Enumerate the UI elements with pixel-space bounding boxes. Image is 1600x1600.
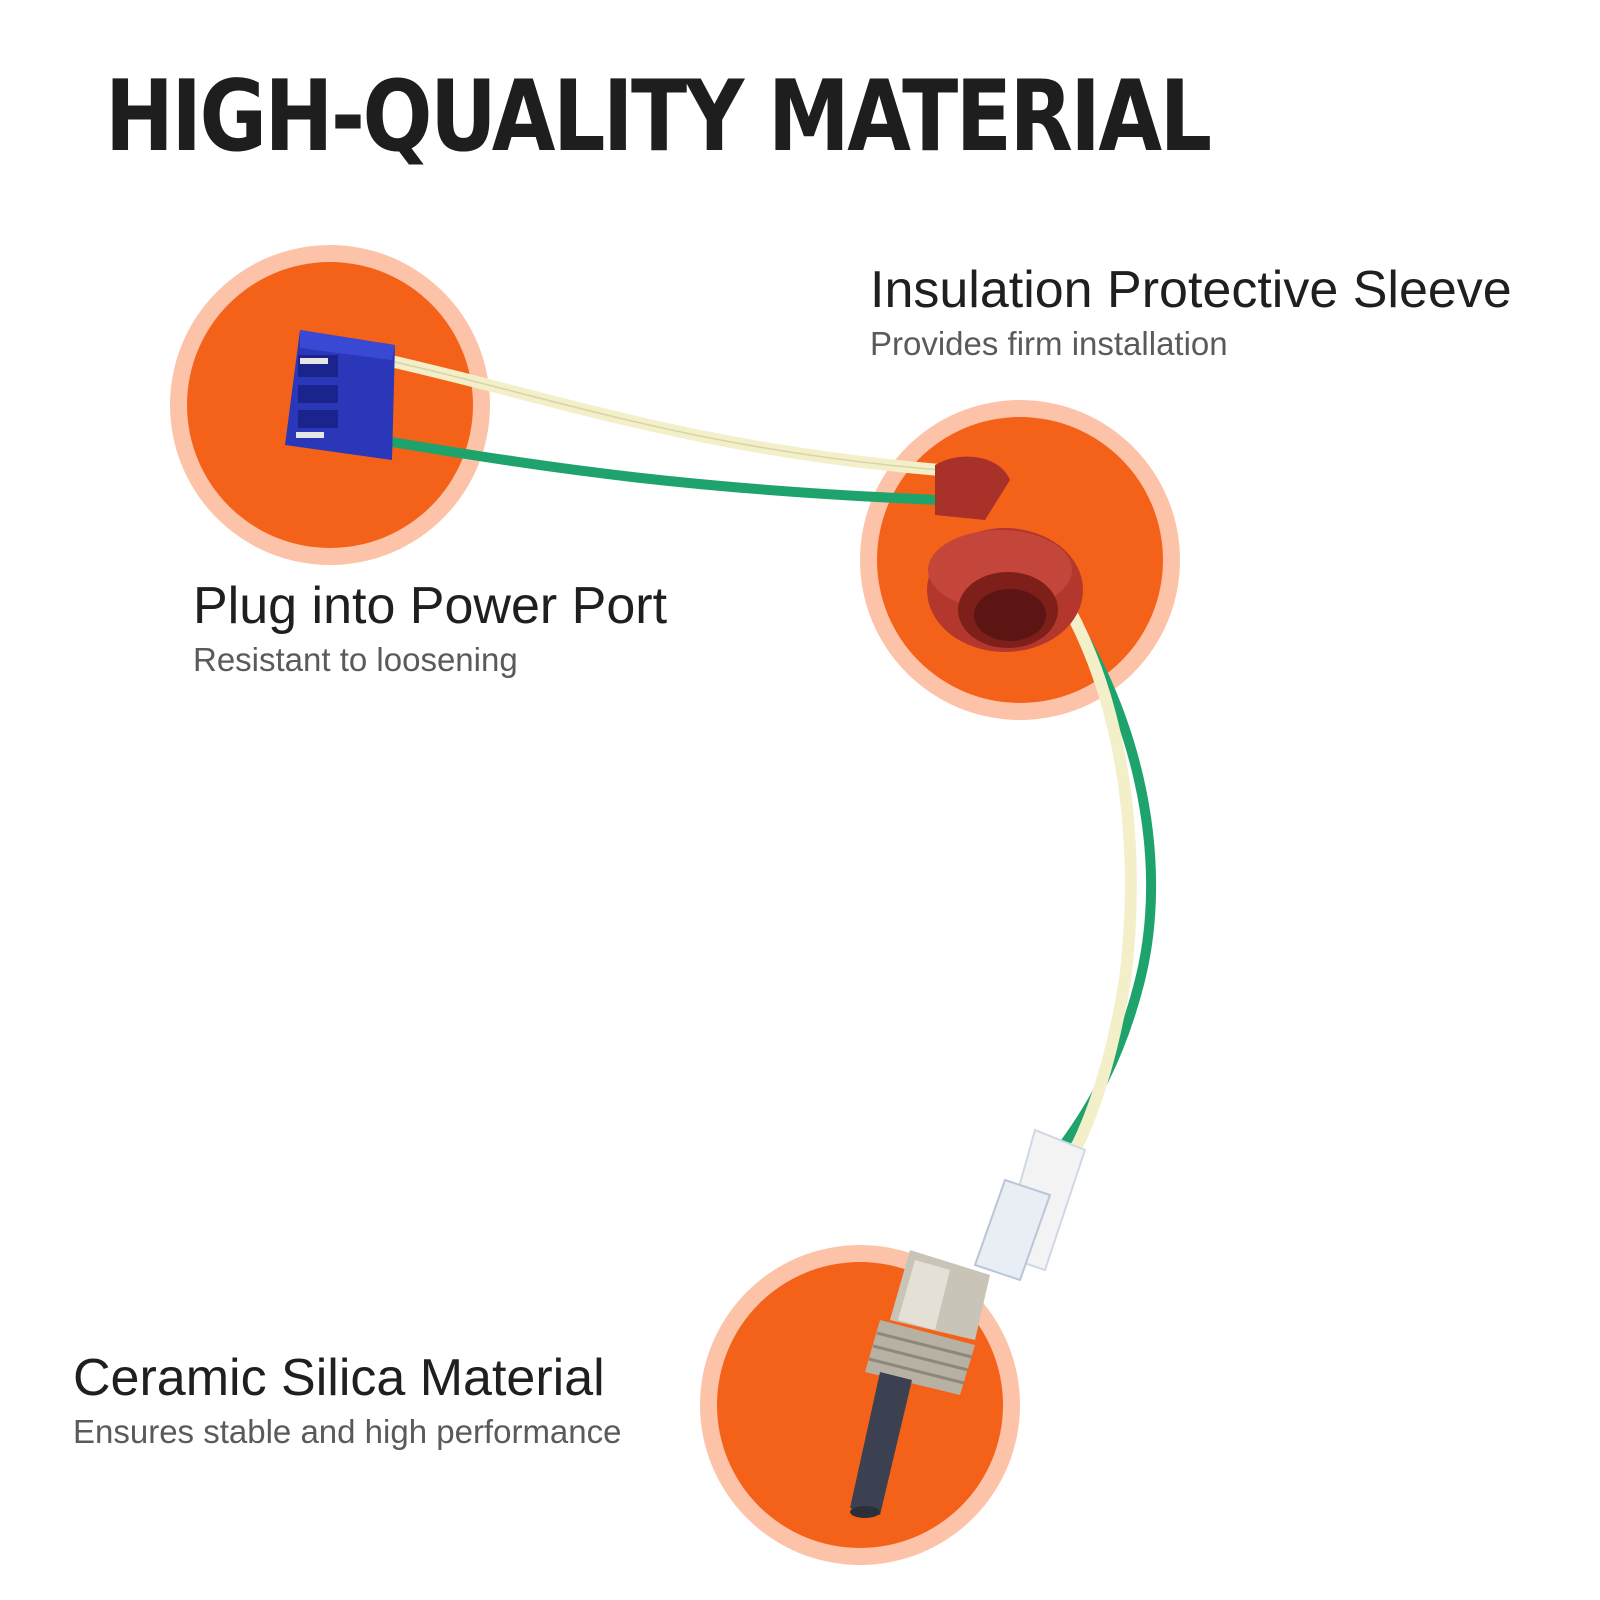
callout-power-port: Plug into Power Port Resistant to loosen… — [193, 577, 668, 682]
green-wire-upper — [387, 437, 945, 505]
page-title: HIGH-QUALITY MATERIAL — [105, 60, 1212, 174]
highlight-circle-ceramic — [700, 1245, 1020, 1565]
callout-title: Insulation Protective Sleeve — [870, 261, 1512, 319]
callout-description: Provides firm installation — [870, 325, 1228, 363]
callout-description: Resistant to loosening — [193, 641, 518, 679]
callout-title: Ceramic Silica Material — [73, 1349, 605, 1407]
blue-connector — [285, 330, 395, 460]
callout-ceramic-silica: Ceramic Silica Material Ensures stable a… — [73, 1349, 622, 1454]
red-insulation-sleeve — [927, 456, 1083, 652]
callout-insulation-sleeve: Insulation Protective Sleeve Provides fi… — [870, 261, 1512, 366]
callout-description: Ensures stable and high performance — [73, 1413, 622, 1451]
glow-plug — [850, 1128, 1087, 1518]
cream-wire-lower — [1046, 574, 1137, 1156]
callout-title: Plug into Power Port — [193, 577, 668, 635]
